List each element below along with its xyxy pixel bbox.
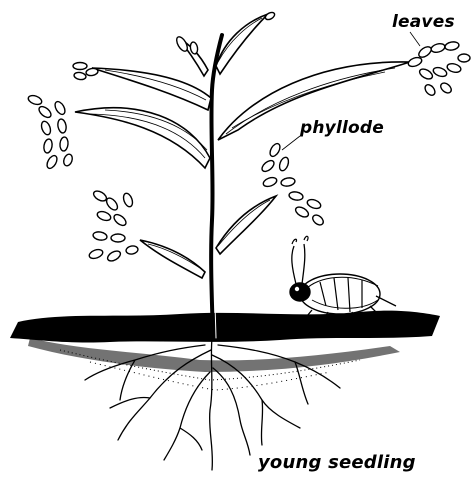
phyllode-mid-right: [216, 196, 276, 254]
leaflet-cluster-top-right: [407, 41, 470, 97]
leaflet-cluster-left: [27, 94, 74, 170]
soil: [10, 311, 440, 390]
stem: [211, 35, 222, 338]
phyllode-upper-left: [92, 68, 211, 110]
phyllode-low-left: [140, 240, 205, 278]
leaflet-cluster-upper-left: [73, 63, 99, 81]
leaflet-cluster-mid-right: [260, 142, 325, 227]
label-leaves: leaves: [392, 12, 455, 32]
label-young-seedling: young seedling: [258, 452, 416, 473]
phyllode-top: [216, 14, 268, 74]
leaflet-cluster-low-left: [88, 189, 139, 263]
phyllode-left-long: [75, 108, 210, 168]
label-phyllode: phyllode: [300, 118, 384, 138]
